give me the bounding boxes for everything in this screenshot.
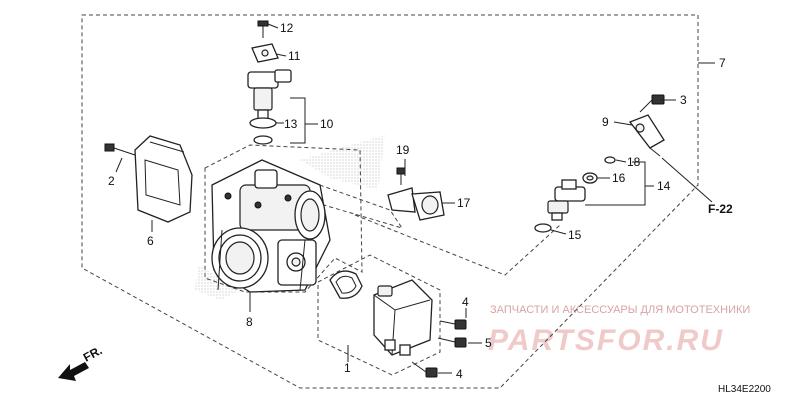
injector-link-frame	[354, 214, 561, 276]
callout-5: 5	[485, 336, 492, 350]
diagram-code: HL34E2200	[718, 384, 771, 395]
watermark-brand: PARTSFOR.RU	[488, 324, 724, 357]
callout-12: 12	[280, 21, 294, 35]
cover-part-6	[134, 135, 193, 223]
callout-4-upper: 4	[462, 295, 469, 309]
throttle-body-frame	[204, 144, 363, 293]
bracket-part-17	[387, 187, 445, 221]
watermark: ЗАПЧАСТИ И АКСЕССУАРЫ ДЛЯ МОТОТЕХНИКИ PA…	[488, 304, 750, 357]
front-arrow: FR.	[58, 343, 104, 381]
leader-lines	[115, 23, 715, 374]
bolt-part-4-lower	[411, 361, 438, 378]
bolt-part-2	[104, 143, 136, 156]
front-label: FR.	[81, 343, 105, 364]
callout-18: 18	[627, 155, 641, 169]
callout-16: 16	[612, 171, 626, 185]
washer-part-15	[534, 223, 552, 233]
callout-3: 3	[680, 93, 687, 107]
reference-f22: F-22	[708, 202, 733, 216]
o-ring-part-13	[249, 117, 277, 145]
throttle-body	[211, 159, 331, 293]
injector-part-14	[547, 179, 586, 221]
callout-9: 9	[602, 115, 609, 129]
callout-6: 6	[147, 234, 154, 248]
bolt-part-4-upper	[439, 319, 467, 330]
sensor-group-frame	[317, 254, 441, 376]
shade-left	[195, 265, 240, 300]
callout-4-lower: 4	[456, 367, 463, 381]
assembly-frame	[81, 14, 699, 389]
watermark-tagline: ЗАПЧАСТИ И АКСЕССУАРЫ ДЛЯ МОТОТЕХНИКИ	[490, 304, 750, 316]
bracket-group-frame	[299, 177, 404, 229]
o-ring-part-18	[604, 156, 616, 164]
callout-10: 10	[320, 117, 334, 131]
injector-top	[247, 69, 292, 121]
callout-8: 8	[246, 315, 253, 329]
screw-part-12	[257, 20, 269, 38]
shade-right	[300, 135, 385, 190]
plate-part-11	[251, 43, 279, 63]
gasket	[329, 270, 363, 299]
bolt-part-19	[396, 167, 406, 185]
callout-labels: 12 11 13 10 3 9 18 16 14 15 19 17 2 6 8 …	[108, 21, 726, 381]
callout-11: 11	[288, 49, 301, 63]
callout-15: 15	[568, 228, 582, 242]
seal-part-16	[582, 172, 598, 184]
callout-17: 17	[457, 196, 471, 210]
callout-1: 1	[344, 361, 351, 375]
callout-2: 2	[108, 174, 115, 188]
callout-19: 19	[396, 143, 410, 157]
bolt-part-3	[639, 94, 665, 113]
callout-14: 14	[657, 179, 671, 193]
bolt-part-5	[437, 337, 467, 348]
sensor-module-part-1	[373, 279, 433, 356]
front-arrow-icon	[58, 362, 89, 381]
holder-part-9	[628, 114, 665, 157]
callout-7: 7	[719, 56, 726, 70]
callout-13: 13	[284, 117, 298, 131]
